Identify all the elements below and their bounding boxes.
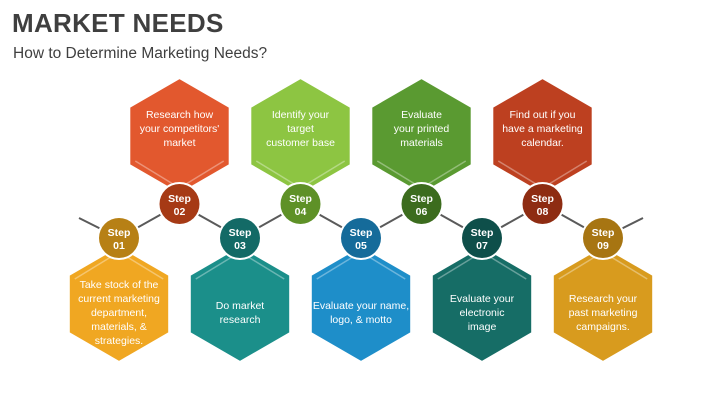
step-hexagon-01	[67, 244, 171, 364]
step-badge-number: 03	[234, 240, 246, 252]
step-badge-label: Step	[108, 227, 131, 239]
step-description-line: current marketing	[78, 293, 160, 305]
step-badge-03	[220, 218, 260, 258]
step-badge-04	[280, 184, 321, 224]
step-description-line: your competitors'	[140, 123, 220, 135]
step-badge-number: 06	[416, 206, 428, 218]
step-description-01: Take stock of the current marketing depart…	[78, 279, 160, 347]
step-badge-number: 05	[355, 240, 367, 252]
step-badge-label: Step	[531, 193, 554, 205]
step-badge-label: Step	[229, 227, 252, 239]
step-description-line: have a marketing	[502, 123, 583, 135]
step-badge-number: 08	[537, 206, 549, 218]
step-hexagon-06	[370, 76, 473, 196]
step-hexagon-05	[309, 244, 413, 364]
step-badge-label: Step	[410, 193, 433, 205]
step-description-line: Evaluate your	[450, 293, 515, 305]
step-description-line: Evaluate your name,	[313, 300, 409, 312]
step-badge-01	[99, 218, 139, 258]
step-badge-02	[159, 184, 200, 224]
step-hexagon-04	[249, 76, 352, 196]
page-title: MARKET NEEDS	[12, 8, 224, 38]
step-description-line: market	[163, 137, 195, 149]
step-badge-label: Step	[168, 193, 191, 205]
step-description-line: department,	[91, 307, 147, 319]
step-description-line: your printed	[394, 123, 450, 135]
step-description-02: Research how your competitors' market	[140, 109, 220, 149]
step-description-08: Find out if you have a marketing calendar.	[502, 109, 583, 149]
step-description-line: strategies.	[95, 335, 143, 347]
step-description-line: Research your	[569, 293, 638, 305]
step-description-line: Do market	[216, 300, 265, 312]
step-description-line: target	[287, 123, 314, 135]
step-badge-number: 07	[476, 240, 488, 252]
step-badge-08	[522, 184, 563, 224]
step-badge-label: Step	[592, 227, 615, 239]
badge-group: Step01Step02Step03Step04Step05Step06Step…	[97, 182, 625, 260]
step-hexagon-03	[188, 244, 292, 364]
step-description-07: Evaluate your electronic image	[450, 293, 515, 333]
step-description-line: materials	[400, 137, 443, 149]
step-hexagon-09	[551, 244, 655, 364]
step-badge-number: 01	[113, 240, 125, 252]
step-description-03: Do market research	[216, 300, 265, 326]
step-description-line: research	[220, 314, 261, 326]
step-description-line: image	[468, 321, 497, 333]
step-description-line: customer base	[266, 137, 335, 149]
step-badge-09	[583, 218, 623, 258]
step-description-line: electronic	[460, 307, 505, 319]
step-description-line: Identify your	[272, 109, 330, 121]
step-badge-number: 09	[597, 240, 609, 252]
step-description-05: Evaluate your name, logo, & motto	[313, 300, 409, 326]
step-badge-number: 02	[174, 206, 186, 218]
step-description-09: Research your past marketing campaigns.	[569, 293, 638, 333]
step-description-line: materials, &	[91, 321, 146, 333]
step-description-line: calendar.	[521, 137, 564, 149]
step-description-line: Evaluate	[401, 109, 442, 121]
step-badge-label: Step	[289, 193, 312, 205]
step-badge-label: Step	[471, 227, 494, 239]
step-hexagon-02	[128, 76, 231, 196]
step-description-line: campaigns.	[576, 321, 630, 333]
step-hexagon-07	[430, 244, 534, 364]
step-badge-number: 04	[295, 206, 307, 218]
page-subtitle: How to Determine Marketing Needs?	[13, 45, 268, 62]
step-description-06: Evaluate your printed materials	[394, 109, 450, 149]
step-description-04: Identify your target customer base	[266, 109, 335, 149]
step-description-line: past marketing	[569, 307, 638, 319]
step-description-line: logo, & motto	[330, 314, 392, 326]
step-description-line: Take stock of the	[80, 279, 159, 291]
step-badge-06	[401, 184, 442, 224]
step-badge-label: Step	[350, 227, 373, 239]
step-badge-07	[462, 218, 502, 258]
step-description-line: Find out if you	[510, 109, 576, 121]
step-badge-05	[341, 218, 381, 258]
step-hexagon-08	[491, 76, 594, 196]
step-description-line: Research how	[146, 109, 214, 121]
